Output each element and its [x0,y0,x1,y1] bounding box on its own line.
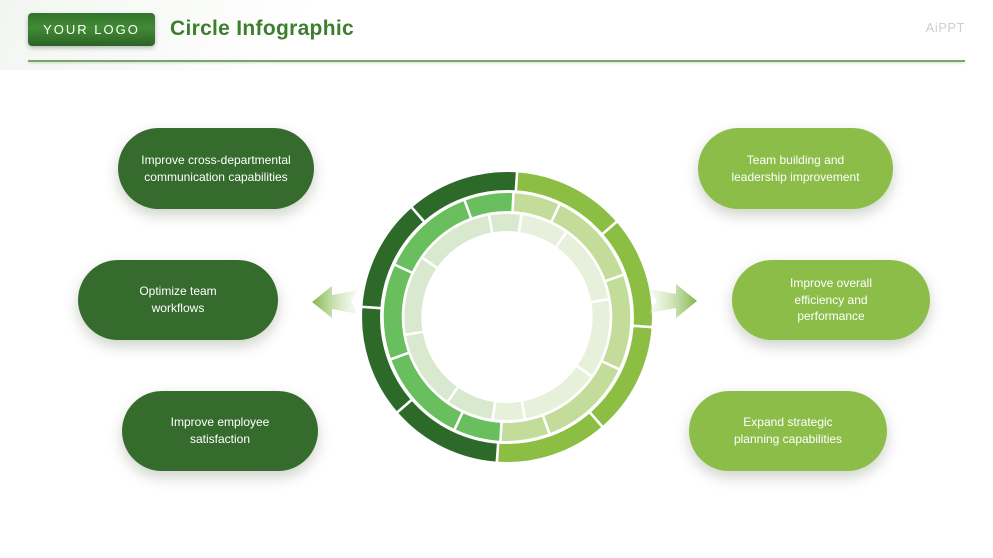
pill-optimize-workflows: Optimize team workflows [78,260,278,340]
pill-label: Expand strategic planning capabilities [733,415,843,446]
pill-overall-efficiency: Improve overall efficiency and performan… [732,260,930,340]
page-title: Circle Infographic [170,17,354,40]
pill-label: Team building and leadership improvement [731,152,860,184]
pill-label: Improve employee satisfaction [170,415,270,446]
pill-label: Improve cross-departmental communication… [141,152,291,184]
arrow-right-icon [649,284,697,318]
pill-label: Improve overall efficiency and performan… [789,275,873,324]
pill-strategic-planning: Expand strategic planning capabilities [689,391,887,471]
pill-improve-communication: Improve cross-departmental communication… [118,128,314,209]
header-divider-line [28,60,965,62]
circle-wheel-diagram [361,171,653,463]
pill-employee-satisfaction: Improve employee satisfaction [122,391,318,471]
pill-team-building: Team building and leadership improvement [698,128,893,209]
logo-badge: YOUR LOGO [28,13,155,46]
pill-label: Optimize team workflows [139,284,217,315]
watermark-text: AiPPT [925,20,965,35]
arrow-left-icon [312,286,358,318]
logo-text: YOUR LOGO [43,22,140,37]
